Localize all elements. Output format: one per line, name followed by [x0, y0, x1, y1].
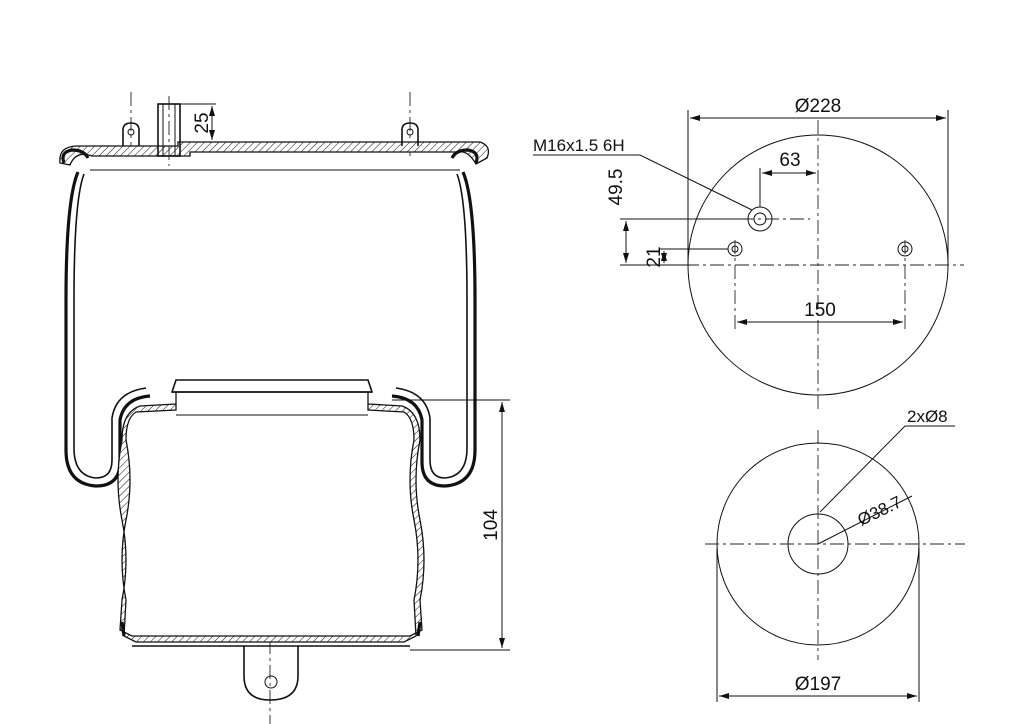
- bellows-wall-inner: [73, 173, 468, 479]
- dim-pin-spacing: 150: [804, 300, 836, 321]
- dim-stud-height: 25: [192, 112, 213, 133]
- bellows-wall: [64, 171, 477, 488]
- side-view: 25 104: [59, 92, 510, 724]
- dim-stud-offset-y: 49.5: [606, 169, 627, 206]
- holes-leader: [819, 425, 955, 513]
- top-bead-left: [61, 148, 90, 164]
- pin-right: [401, 122, 419, 146]
- dim-bottom-diameter: Ø197: [795, 674, 841, 695]
- dim-stud-offset: 63: [779, 150, 800, 171]
- piston-top: [170, 379, 374, 393]
- pin-left: [122, 122, 140, 146]
- crimp-left: [120, 621, 126, 637]
- bottom-view: 2xØ8 Ø38.7 Ø197: [705, 407, 965, 702]
- bottom-lug: [243, 646, 299, 701]
- top-view: Ø228 M16x1.5 6H 63 49.5 21 150: [533, 96, 964, 410]
- hole-diameter-leader: [817, 495, 913, 545]
- crimp-right: [416, 621, 422, 637]
- pin-right-hole: [406, 128, 414, 136]
- dim-piston-height: 104: [481, 509, 502, 541]
- bottom-lug-hole: [264, 675, 278, 689]
- piston-body: [117, 392, 425, 643]
- thread-callout: M16x1.5 6H: [533, 136, 625, 155]
- top-plate: [59, 141, 490, 166]
- dim-pin-offset-y: 21: [644, 246, 665, 267]
- dim-bottom-hole-diameter: Ø38.7: [855, 492, 905, 529]
- holes-callout: 2xØ8: [907, 407, 948, 426]
- thread-leader: [533, 154, 753, 211]
- dim-top-diameter: Ø228: [795, 96, 841, 117]
- top-bead-right: [450, 148, 479, 164]
- pin-left-hole: [127, 128, 135, 136]
